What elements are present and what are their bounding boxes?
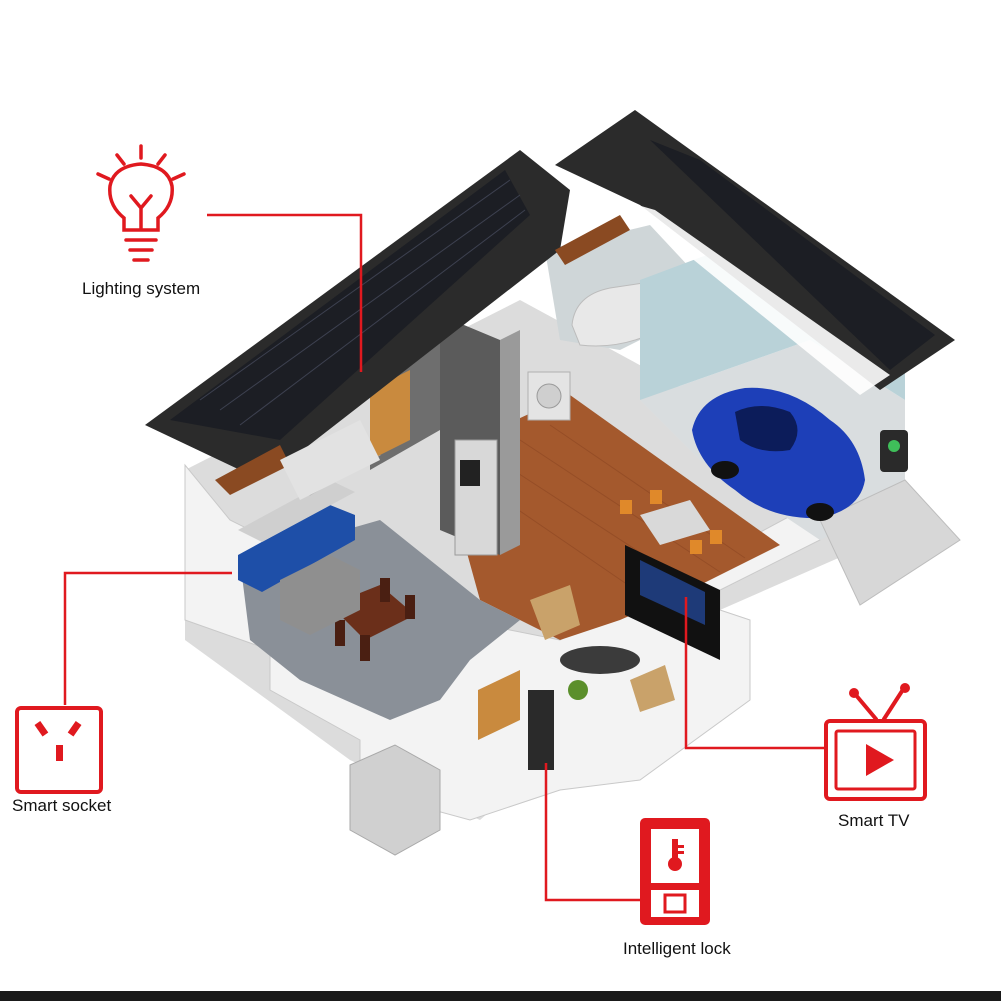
front-door xyxy=(528,690,554,770)
roof xyxy=(145,110,955,500)
lightbulb-icon xyxy=(96,144,186,262)
lighting-system-label: Lighting system xyxy=(82,279,201,298)
tv-connector xyxy=(684,597,825,750)
power-socket-icon xyxy=(15,706,103,794)
sofa xyxy=(530,585,580,640)
lock-connector xyxy=(544,763,640,902)
bottom-border-strip xyxy=(0,991,1001,1001)
lighting-connector xyxy=(207,213,363,372)
connector-lines xyxy=(63,213,825,902)
television-icon xyxy=(824,683,927,801)
refrigerator xyxy=(454,439,498,556)
car xyxy=(692,387,865,521)
house-illustration xyxy=(145,110,961,856)
intelligent-lock-label: Intelligent lock xyxy=(623,939,731,958)
kitchen-cabinets xyxy=(238,505,355,592)
socket-connector xyxy=(63,571,232,705)
smart-tv-label: Smart TV xyxy=(838,811,910,830)
smart-socket-label: Smart socket xyxy=(12,796,112,815)
door-lock-icon xyxy=(640,818,710,925)
